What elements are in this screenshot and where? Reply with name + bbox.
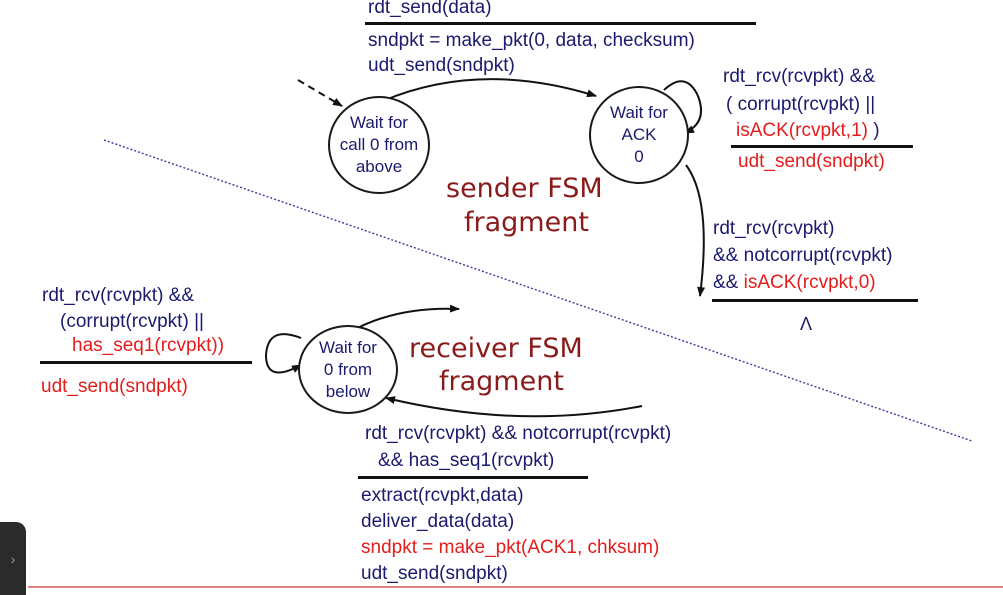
ack-transition-bar (712, 299, 918, 302)
state-label-line: Wait for (350, 113, 408, 132)
state-label-line: 0 from (323, 359, 373, 379)
ack-transition-lambda: Λ (800, 314, 813, 334)
sender-loop-close-paren: ) (867, 120, 880, 141)
sender-action-line2: udt_send(sndpkt) (368, 55, 515, 76)
ack-transition-line1: rdt_rcv(rcvpkt) (713, 218, 835, 239)
receiver-action-4: udt_send(sndpkt) (361, 563, 508, 584)
receiver-loop-action: udt_send(sndpkt) (41, 376, 188, 397)
initial-state-arrow (297, 79, 343, 107)
state-label-line: 0 (634, 147, 644, 166)
sender-transition-bar (365, 22, 756, 25)
state-wait-call-0: Wait for call 0 from above (328, 96, 430, 194)
sender-action-line1: sndpkt = make_pkt(0, data, checksum) (368, 30, 695, 51)
transition-call-to-ack (382, 78, 597, 102)
sender-self-loop (663, 80, 702, 134)
receiver-action-2: deliver_data(data) (361, 511, 515, 532)
side-panel-toggle-button[interactable]: › (0, 522, 26, 595)
sender-fsm-title-line2: fragment (464, 207, 589, 238)
state-wait-0-from-below: Wait for 0 from below (298, 325, 398, 414)
receiver-loop-bar (40, 361, 252, 364)
receiver-self-loop (264, 333, 302, 374)
ack-transition-line2: && notcorrupt(rcvpkt) (713, 245, 893, 266)
state-wait-ack-0: Wait for ACK 0 (589, 86, 689, 184)
sender-loop-line1: rdt_rcv(rcvpkt) && (723, 66, 876, 87)
receiver-transition-line1: rdt_rcv(rcvpkt) && notcorrupt(rcvpkt) (365, 423, 672, 444)
receiver-loop-line2: (corrupt(rcvpkt) || (60, 311, 204, 332)
sender-loop-isack1: isACK(rcvpkt,1) (736, 120, 868, 141)
receiver-fsm-title-line2: fragment (439, 366, 564, 397)
sender-loop-line2: ( corrupt(rcvpkt) || (726, 94, 876, 115)
sender-loop-line3: isACK(rcvpkt,1) ) (736, 120, 880, 142)
ack-transition-isack0: isACK(rcvpkt,0) (743, 272, 876, 293)
state-label-line: above (355, 157, 403, 176)
receiver-action-1: extract(rcvpkt,data) (361, 485, 524, 506)
sender-loop-action: udt_send(sndpkt) (738, 151, 885, 172)
receiver-loop-line3: has_seq1(rcvpkt)) (72, 335, 225, 356)
receiver-transition-line2: && has_seq1(rcvpkt) (378, 450, 555, 471)
state-label-line: below (325, 381, 371, 401)
state-label-line: call 0 from (339, 135, 419, 154)
sender-event-label: rdt_send(data) (368, 0, 492, 18)
transition-ack-out (685, 164, 706, 297)
state-label-line: ACK (621, 125, 657, 144)
sender-loop-bar (731, 145, 913, 148)
sender-receiver-divider (103, 139, 973, 442)
receiver-fsm-title-line1: receiver FSM (409, 333, 583, 364)
state-label-line: Wait for (610, 103, 668, 122)
sender-fsm-title-line1: sender FSM (446, 173, 603, 204)
state-label-line: Wait for (319, 337, 377, 357)
ack-transition-line3: && isACK(rcvpkt,0) (713, 272, 876, 294)
transition-receiver-return (385, 396, 643, 418)
chevron-right-icon: › (10, 550, 16, 567)
receiver-transition-bar (358, 476, 588, 479)
receiver-loop-line1: rdt_rcv(rcvpkt) && (42, 285, 195, 306)
receiver-action-3: sndpkt = make_pkt(ACK1, chksum) (361, 537, 660, 558)
ack-transition-prefix: && (713, 272, 744, 293)
